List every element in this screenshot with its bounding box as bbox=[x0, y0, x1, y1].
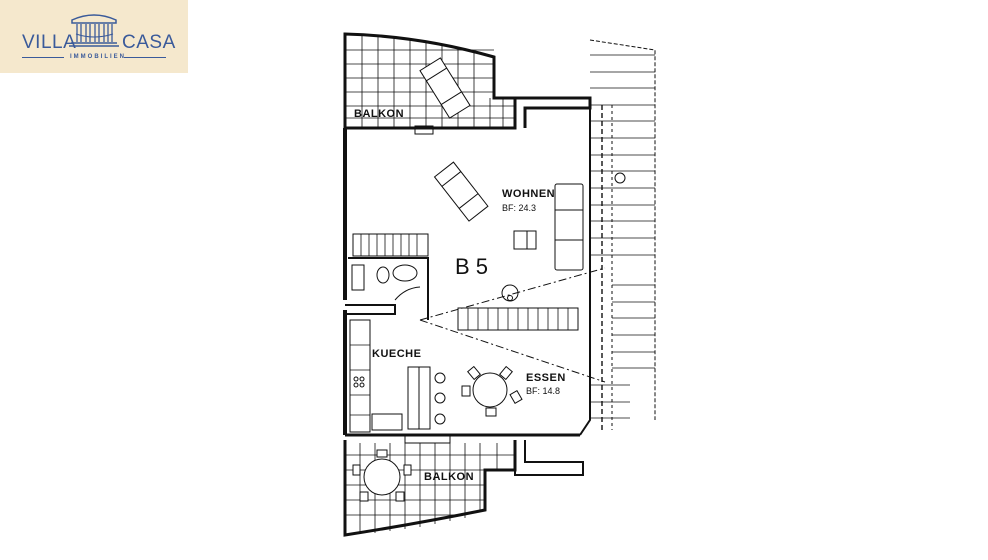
logo-word-villa: VILLA bbox=[22, 32, 77, 53]
unit-label: B 5 bbox=[455, 254, 489, 279]
room-label-balkon-bottom: BALKON bbox=[424, 471, 475, 483]
room-area-wohnen: BF: 24.3 bbox=[502, 203, 537, 213]
floor-plan: BALKON WOHNEN BF: 24.3 B 5 KUECHE ESSEN … bbox=[330, 30, 700, 540]
columns-building-icon bbox=[69, 14, 119, 47]
logo-divider-left bbox=[22, 57, 64, 58]
room-label-essen: ESSEN bbox=[526, 372, 566, 384]
logo-subtitle: IMMOBILIEN bbox=[70, 54, 126, 60]
logo-divider-right bbox=[124, 57, 166, 58]
logo-word-casa: CASA bbox=[122, 32, 176, 53]
floor-plan-drawing bbox=[343, 32, 656, 537]
room-label-balkon-top: BALKON bbox=[354, 108, 405, 120]
room-label-kueche: KUECHE bbox=[372, 348, 422, 360]
company-logo: VILLA CASA IMMOBILIEN bbox=[0, 0, 188, 73]
room-label-wohnen: WOHNEN bbox=[502, 188, 556, 200]
room-area-essen: BF: 14.8 bbox=[526, 386, 561, 396]
